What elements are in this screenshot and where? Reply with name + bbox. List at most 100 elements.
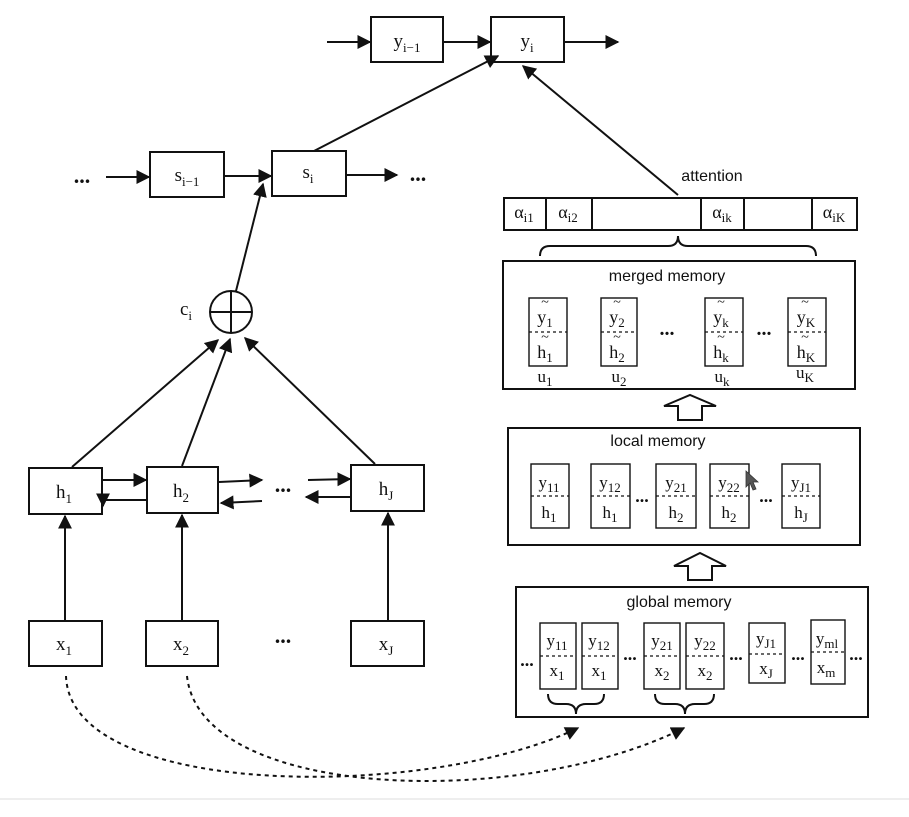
local-slot-4-top: y22 <box>718 473 740 495</box>
arrow-into-hJ <box>307 472 352 487</box>
arrow-s-cur-to-y-cur <box>313 55 500 152</box>
global-memory-title: global memory <box>627 594 732 611</box>
global-memory-panel: global memory ... y11 x1 y12 x1 ... y21 … <box>515 586 869 718</box>
global-slot-2-top: y12 <box>588 631 610 653</box>
attention-weights-bar <box>503 197 858 231</box>
local-slot-4-bottom: h2 <box>722 503 737 525</box>
global-slot-4-top: y22 <box>694 631 716 653</box>
global-slot-2-bottom: x1 <box>592 661 607 683</box>
y-cur-label: yi <box>520 31 534 55</box>
local-slot-5-bottom: hJ <box>794 503 808 525</box>
y-cur-box <box>490 16 565 63</box>
encoder-h1-box <box>28 467 103 515</box>
arrow-h2-to-context <box>181 337 233 467</box>
merged-slot-3-tilde-bottom: ~ <box>717 330 725 345</box>
local-slot-2-top: y12 <box>599 473 621 495</box>
encoder-input-row: x1 x2 xJ ... <box>28 511 425 667</box>
attention-cell-2: αi2 <box>558 202 578 225</box>
global-slot-6-top: yml <box>816 629 839 651</box>
local-slot-1-bottom: h1 <box>542 503 557 525</box>
ellipsis-state-right: ... <box>410 161 427 186</box>
global-slot-3-top: y21 <box>651 631 673 653</box>
s-prev-label: si−1 <box>175 165 200 189</box>
encoder-hJ-label: hJ <box>379 479 394 503</box>
encoder-h2-label: h2 <box>173 481 189 505</box>
merged-slot-3-label: uk <box>715 367 731 389</box>
global-ellipsis-2: ... <box>623 644 637 664</box>
local-ellipsis-2: ... <box>759 486 773 506</box>
arrow-h2-forward <box>218 473 264 488</box>
local-slot-3-top: y21 <box>665 473 687 495</box>
s-prev-box <box>149 151 225 198</box>
global-slot-5-bottom: xJ <box>759 659 773 681</box>
arrow-context-to-s-cur <box>235 182 267 292</box>
local-slot-1-top: y11 <box>538 473 559 495</box>
merged-slot-2-tilde-bottom: ~ <box>613 330 621 345</box>
global-ellipsis-5: ... <box>849 644 863 664</box>
context-vector: ci <box>180 182 267 334</box>
global-slot-3-bottom: x2 <box>655 661 670 683</box>
local-slot-2-bottom: h1 <box>603 503 618 525</box>
y-prev-box <box>370 16 444 63</box>
global-brace-1 <box>547 693 605 715</box>
local-slot-3-bottom: h2 <box>669 503 684 525</box>
merged-slot-2-label: u2 <box>612 367 627 389</box>
local-slot-5-top: yJ1 <box>791 473 811 495</box>
s-cur-label: si <box>302 162 313 186</box>
merged-memory-panel: merged memory ~ y1 ~ h1 u1 ~ y2 ~ h2 u2 … <box>502 260 856 390</box>
global-ellipsis-3: ... <box>729 644 743 664</box>
local-memory-panel: local memory y11 h1 y12 h1 ... y21 h2 y2… <box>507 427 861 546</box>
encoder-xJ-box <box>350 620 425 667</box>
merged-slot-2-bottom: h2 <box>609 342 625 365</box>
attention-cell-6: αiK <box>823 202 846 225</box>
merged-slot-4-label: uK <box>796 363 815 385</box>
dashed-link-x1-to-global <box>65 675 580 778</box>
decoder-state-row: ... si−1 si ... <box>74 55 500 198</box>
global-slot-5 <box>748 622 786 684</box>
global-slot-1-top: y11 <box>546 631 567 653</box>
global-slot-4-bottom: x2 <box>698 661 713 683</box>
global-slot-6-bottom: xm <box>817 658 836 680</box>
global-ellipsis-4: ... <box>791 644 805 664</box>
encoder-x1-label: x1 <box>56 634 72 658</box>
arrow-h1-to-context <box>71 339 220 468</box>
attention-cell-4: αik <box>712 202 732 225</box>
merged-ellipsis-2: ... <box>757 318 772 340</box>
dashed-link-x2-to-global <box>186 675 686 783</box>
local-memory-title: local memory <box>610 433 705 450</box>
merged-slot-3-bottom: hk <box>713 342 729 365</box>
merged-slot-1-tilde-bottom: ~ <box>541 330 549 345</box>
attention-row: attention αi1 αi2 αik αiK <box>503 65 858 257</box>
merged-slot-4-bottom: hK <box>797 342 816 365</box>
encoder-x2-box <box>145 620 219 667</box>
merged-slot-2-top: y2 <box>609 307 625 330</box>
encoder-xJ-label: xJ <box>379 634 394 658</box>
global-slot-1-bottom: x1 <box>550 661 565 683</box>
arrow-global-to-local <box>673 551 727 581</box>
merged-slot-1-label: u1 <box>538 367 553 389</box>
encoder-hidden-row: h1 h2 hJ ... <box>28 337 425 515</box>
cursor-pointer-icon <box>745 470 760 491</box>
global-slot-6 <box>810 619 846 685</box>
y-prev-label: yi−1 <box>394 31 421 55</box>
merged-slot-1-bottom: h1 <box>537 342 553 365</box>
arrow-into-h2-backward <box>219 495 263 510</box>
ellipsis-hidden: ... <box>275 472 292 497</box>
merged-slot-1-top: y1 <box>537 307 553 330</box>
merged-ellipsis-1: ... <box>660 318 675 340</box>
merged-memory-title: merged memory <box>609 268 725 285</box>
arrow-attention-to-y-cur <box>521 65 679 196</box>
s-cur-box <box>271 150 347 197</box>
merged-slot-4-tilde-top: ~ <box>801 295 809 310</box>
arrow-local-to-merged <box>663 393 717 421</box>
global-slot-5-top: yJ1 <box>756 629 776 651</box>
ellipsis-inputs: ... <box>275 623 292 648</box>
ellipsis-state-left: ... <box>74 163 91 188</box>
merged-slot-3-top: yk <box>713 307 729 330</box>
decoder-output-row: yi−1 yi <box>327 16 620 63</box>
encoder-hJ-box <box>350 464 425 512</box>
context-label: ci <box>180 299 192 323</box>
merged-slot-1-tilde-top: ~ <box>541 295 549 310</box>
global-brace-2 <box>654 693 715 715</box>
